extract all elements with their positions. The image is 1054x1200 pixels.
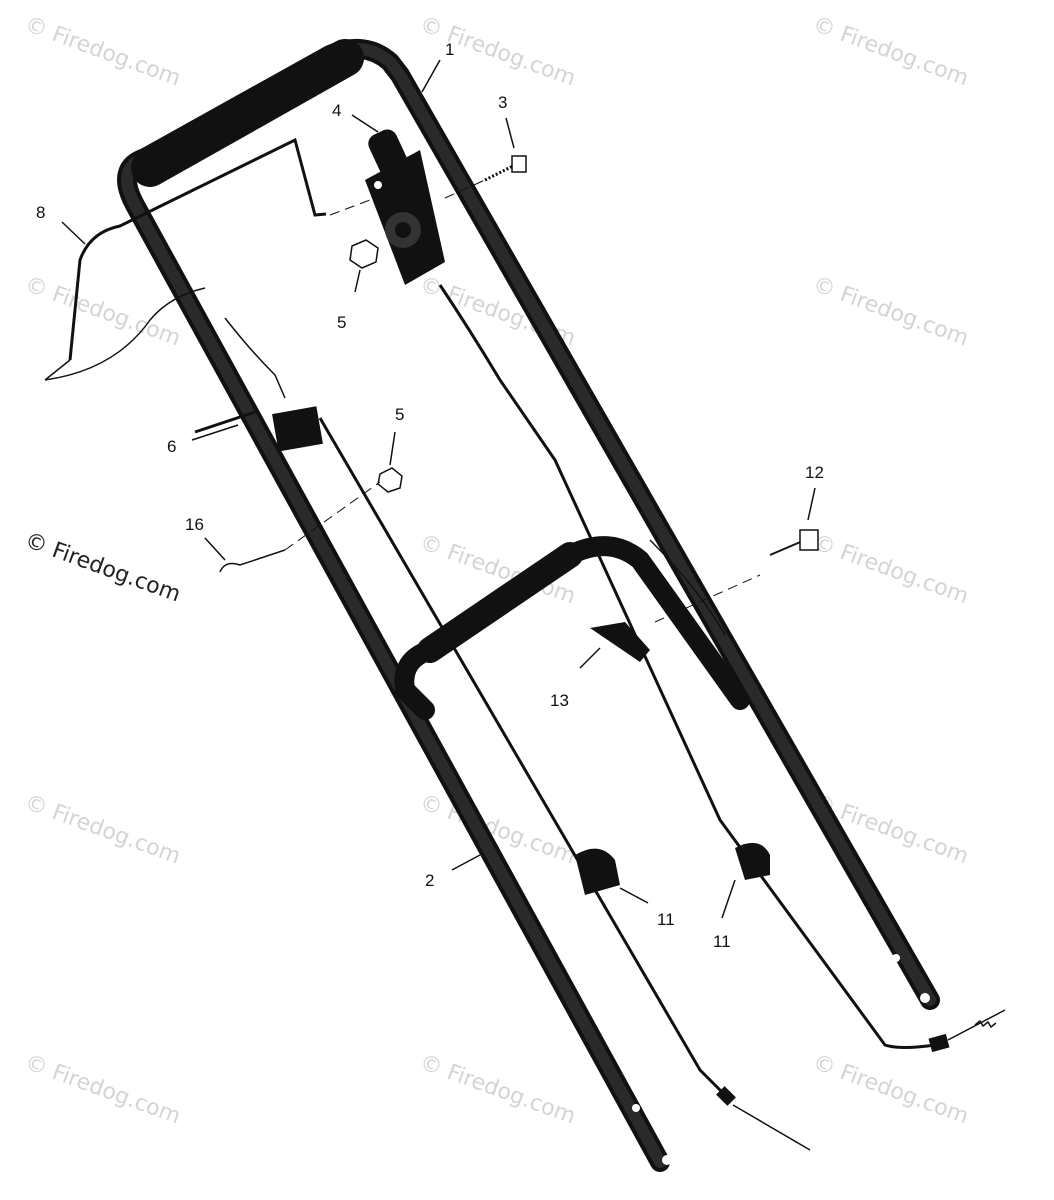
assembly-lines <box>284 179 761 623</box>
leader-lines <box>61 59 816 919</box>
callout-2: 2 <box>425 871 434 890</box>
callout-11: 11 <box>713 932 731 951</box>
callout-1: 1 <box>445 40 454 59</box>
callout-4: 4 <box>332 101 341 120</box>
cable-ends <box>716 1009 1006 1151</box>
callout-11: 11 <box>657 910 675 929</box>
hardware <box>219 155 819 573</box>
callout-5: 5 <box>337 313 346 332</box>
callout-12: 12 <box>805 463 824 482</box>
callout-3: 3 <box>498 93 507 112</box>
callout-5: 5 <box>395 405 404 424</box>
callout-16: 16 <box>185 515 204 534</box>
callout-8: 8 <box>36 203 45 222</box>
cable-ties <box>272 406 770 895</box>
knob-13 <box>590 622 650 662</box>
upper-handle <box>117 38 940 1172</box>
callout-6: 6 <box>167 437 176 456</box>
lower-handle <box>394 536 750 720</box>
callout-13: 13 <box>550 691 569 710</box>
cable-6 <box>194 317 286 434</box>
control-bail <box>44 137 327 381</box>
cable-control <box>365 129 445 285</box>
